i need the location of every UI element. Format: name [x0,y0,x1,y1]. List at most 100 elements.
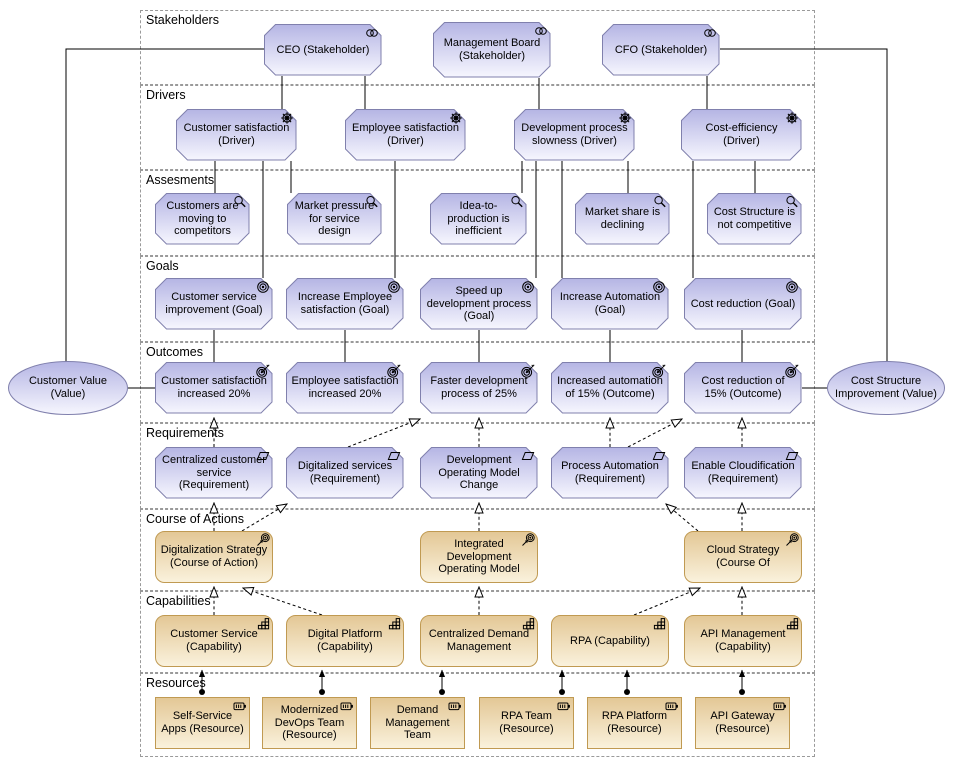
layer-label: Assesments [146,173,215,187]
node-shape [684,447,802,499]
goal-icon [256,280,270,294]
outcome-icon [387,364,401,378]
node-development-process-slowness-driver[interactable]: Development process slowness (Driver) [514,109,635,161]
node-employee-satisfaction-outcome[interactable]: Employee satisfaction increased 20% [286,362,404,414]
requirement-icon [256,449,270,463]
node-digitalized-services-requirement[interactable]: Digitalized services (Requirement) [286,447,404,499]
node-shape [684,362,802,414]
node-label: Faster development process of 25% [430,375,528,400]
node-shape [433,22,551,78]
node-shape [430,193,527,245]
node-shape [264,24,382,76]
node-customer-satisfaction-driver[interactable]: Customer satisfaction (Driver) [176,109,297,161]
node-rpa-platform-resource[interactable]: RPA Platform (Resource) [587,697,682,749]
node-label: CEO (Stakeholder) [276,43,370,56]
driver-icon [449,111,463,125]
layer-label: Goals [146,259,179,273]
requirement-icon [785,449,799,463]
node-api-gateway-resource[interactable]: API Gateway (Resource) [695,697,790,749]
node-customer-satisfaction-outcome[interactable]: Customer satisfaction increased 20% [155,362,273,414]
node-cost-structure-assessment[interactable]: Cost Structure is not competitive [707,193,802,245]
node-shape [551,615,669,667]
capability-icon [652,617,666,631]
layer-drivers: Drivers [140,85,815,170]
node-label: Employee satisfaction increased 20% [291,375,399,400]
node-rpa-capability[interactable]: RPA (Capability) [551,615,669,667]
node-increase-automation-goal[interactable]: Increase Automation (Goal) [551,278,669,330]
outcome-icon [521,364,535,378]
node-api-management-capability[interactable]: API Management (Capability) [684,615,802,667]
node-customers-moving-assessment[interactable]: Customers are moving to competitors [155,193,250,245]
node-customer-service-capability[interactable]: Customer Service (Capability) [155,615,273,667]
node-shape [827,361,945,415]
node-shape [420,615,538,667]
node-integrated-development-operating-model-course[interactable]: Integrated Development Operating Model [420,531,538,583]
node-label: RPA (Capability) [570,634,650,647]
layer-label: Drivers [146,88,186,102]
node-employee-satisfaction-driver[interactable]: Employee satisfaction (Driver) [345,109,466,161]
node-label: Customer Value (Value) [28,375,108,400]
node-label: Centralized customer service (Requiremen… [162,453,266,492]
node-management-board-stakeholder[interactable]: Management Board (Stakeholder) [433,22,551,78]
capability-icon [256,617,270,631]
node-cost-reduction-goal[interactable]: Cost reduction (Goal) [684,278,802,330]
assessment-icon [365,195,379,209]
node-label: API Management (Capability) [700,628,786,653]
node-shape [176,109,297,161]
node-cost-efficiency-driver[interactable]: Cost-efficiency (Driver) [681,109,802,161]
node-rpa-team-resource[interactable]: RPA Team (Resource) [479,697,574,749]
resource-icon [340,699,354,713]
node-cloud-strategy-course[interactable]: Cloud Strategy (Course Of [684,531,802,583]
capability-icon [785,617,799,631]
node-faster-development-outcome[interactable]: Faster development process of 25% [420,362,538,414]
connection-real [241,504,287,532]
node-market-share-assessment[interactable]: Market share is declining [575,193,670,245]
resource-icon [448,699,462,713]
node-shape [286,615,404,667]
node-cost-reduction-outcome[interactable]: Cost reduction of 15% (Outcome) [684,362,802,414]
layer-stakeholders: Stakeholders [140,10,815,85]
node-ceo-stakeholder[interactable]: CEO (Stakeholder) [264,24,382,76]
node-speed-up-development-goal[interactable]: Speed up development process (Goal) [420,278,538,330]
node-self-service-apps-resource[interactable]: Self-Service Apps (Resource) [155,697,250,749]
node-label: Enable Cloudification (Requirement) [691,460,795,485]
node-digital-platform-capability[interactable]: Digital Platform (Capability) [286,615,404,667]
node-enable-cloudification-requirement[interactable]: Enable Cloudification (Requirement) [684,447,802,499]
node-customer-value[interactable]: Customer Value (Value) [8,361,128,415]
connection-assoc [720,48,888,362]
node-development-operating-model-change-requirement[interactable]: Development Operating Model Change [420,447,538,499]
node-increase-employee-satisfaction-goal[interactable]: Increase Employee satisfaction (Goal) [286,278,404,330]
node-centralized-customer-service-requirement[interactable]: Centralized customer service (Requiremen… [155,447,273,499]
node-label: Self-Service Apps (Resource) [161,710,244,735]
node-digitalization-strategy-course[interactable]: Digitalization Strategy (Course of Actio… [155,531,273,583]
node-label: Cost reduction of 15% (Outcome) [701,375,785,400]
node-cost-structure-improvement-value[interactable]: Cost Structure Improvement (Value) [827,361,945,415]
node-shape [155,447,273,499]
node-cfo-stakeholder[interactable]: CFO (Stakeholder) [602,24,720,76]
stakeholder-icon [534,24,548,38]
node-centralized-demand-management-capability[interactable]: Centralized Demand Management [420,615,538,667]
node-shape [514,109,635,161]
goal-icon [652,280,666,294]
resource-icon [773,699,787,713]
driver-icon [785,111,799,125]
node-modernized-devops-team-resource[interactable]: Modernized DevOps Team (Resource) [262,697,357,749]
layer-label: Requirements [146,426,224,440]
node-label: RPA Team (Resource) [499,710,554,735]
node-customer-service-improvement-goal[interactable]: Customer service improvement (Goal) [155,278,273,330]
node-label: Cloud Strategy (Course Of [706,544,780,569]
node-increased-automation-outcome[interactable]: Increased automation of 15% (Outcome) [551,362,669,414]
node-label: Increased automation of 15% (Outcome) [557,375,663,400]
node-label: Cost-efficiency (Driver) [705,122,778,147]
node-label: Employee satisfaction (Driver) [352,122,459,147]
layer-label: Course of Actions [146,512,244,526]
connection-real [633,588,700,616]
course-icon [521,533,535,547]
node-process-automation-requirement[interactable]: Process Automation (Requirement) [551,447,669,499]
node-demand-management-team-resource[interactable]: Demand Management Team [370,697,465,749]
node-shape [155,697,250,749]
node-market-pressure-assessment[interactable]: Market pressure for service design [287,193,382,245]
course-icon [785,533,799,547]
node-idea-to-production-assessment[interactable]: Idea-to-production is inefficient [430,193,527,245]
